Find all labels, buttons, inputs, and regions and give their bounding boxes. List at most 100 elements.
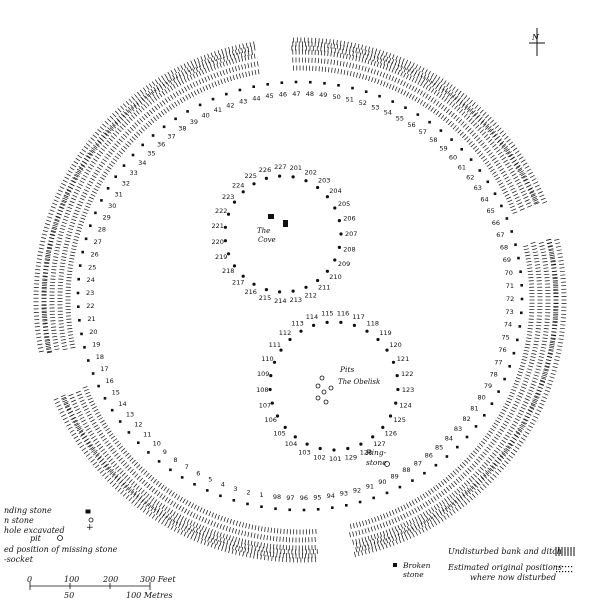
bank-hatch-mark [99, 469, 104, 474]
outer-stone [428, 120, 431, 124]
bank-hatch-mark [406, 525, 410, 531]
bank-hatch-mark [517, 395, 523, 398]
bank-hatch-mark [469, 485, 474, 490]
north-stone [252, 182, 256, 186]
bank-hatch-mark [518, 156, 524, 160]
bank-hatch-mark [201, 525, 205, 531]
bank-hatch-mark [149, 109, 153, 115]
bank-hatch-mark [66, 209, 72, 213]
bank-hatch-mark [425, 93, 429, 99]
bank-hatch-mark [411, 509, 415, 515]
bank-hatch-mark [155, 85, 160, 90]
bank-hatch-mark [217, 514, 220, 520]
bank-hatch-mark [164, 497, 169, 502]
bank-hatch-mark [140, 499, 144, 504]
bank-hatch-mark [504, 176, 509, 180]
bank-hatch-mark [58, 275, 64, 277]
bank-hatch-mark [501, 451, 506, 455]
bank-hatch-mark [488, 457, 493, 461]
bank-hatch-mark [148, 512, 153, 517]
bank-hatch-mark [339, 44, 342, 50]
bank-hatch-mark [36, 261, 42, 264]
bank-hatch-mark [550, 334, 556, 337]
bank-hatch-mark [513, 403, 519, 407]
bank-hatch-mark [40, 240, 46, 243]
bank-hatch-mark [232, 519, 235, 525]
bank-hatch-mark [67, 231, 73, 234]
outer-stone [493, 192, 497, 195]
bank-hatch-mark [131, 481, 135, 486]
bank-hatch-mark [538, 382, 544, 386]
north-stone-number: 206 [343, 215, 355, 223]
bank-hatch-mark [328, 67, 330, 73]
bank-hatch-mark [143, 125, 148, 130]
bank-hatch-mark [72, 215, 78, 219]
bank-hatch-mark [477, 477, 482, 482]
bank-hatch-mark [549, 376, 555, 379]
outer-stone [465, 435, 469, 439]
bank-hatch-mark [214, 543, 217, 549]
bank-hatch-mark [450, 122, 455, 128]
bank-hatch-mark [358, 56, 361, 62]
bank-hatch-mark [73, 422, 79, 426]
bank-hatch-mark [201, 60, 204, 66]
bank-hatch-mark [472, 145, 478, 150]
bank-hatch-mark [537, 386, 543, 389]
bank-hatch-mark [237, 542, 239, 547]
bank-hatch-mark [186, 61, 190, 67]
bank-hatch-mark [140, 89, 144, 95]
bank-hatch-mark [422, 101, 426, 107]
bank-hatch-mark [73, 174, 79, 178]
bank-hatch-mark [186, 533, 190, 539]
bank-hatch-mark [95, 411, 100, 415]
bank-hatch-mark [64, 243, 69, 246]
bank-hatch-mark [409, 528, 412, 534]
bank-hatch-mark [90, 459, 95, 463]
north-stone-number: 205 [338, 200, 350, 208]
bank-hatch-mark [112, 113, 117, 118]
bank-hatch-mark [158, 92, 163, 98]
bank-hatch-mark [385, 51, 388, 57]
bank-hatch-mark [212, 534, 215, 540]
bank-hatch-mark [451, 492, 456, 497]
bank-hatch-mark [499, 140, 505, 145]
bank-hatch-mark [253, 61, 256, 67]
bank-hatch-mark [86, 202, 92, 206]
legend-undisturbed: Undisturbed bank and ditch [448, 547, 562, 556]
bank-hatch-mark [201, 517, 205, 522]
bank-hatch-mark [129, 126, 134, 131]
bank-hatch-mark [478, 153, 484, 157]
bank-hatch-mark [238, 48, 240, 54]
outer-stone-number: 97 [286, 494, 294, 502]
bank-hatch-mark [42, 326, 48, 328]
bank-hatch-mark [63, 246, 69, 249]
bank-hatch-mark [161, 519, 165, 525]
outer-stone-number: 84 [445, 435, 453, 443]
bank-hatch-mark [486, 163, 492, 167]
bank-hatch-mark [551, 331, 557, 333]
bank-hatch-mark [145, 493, 150, 498]
bank-hatch-mark [61, 253, 67, 255]
bank-hatch-mark [167, 71, 171, 77]
north-arrow-icon [529, 28, 545, 56]
bank-hatch-mark [254, 69, 257, 75]
outer-stone [434, 463, 438, 467]
bank-hatch-mark [98, 417, 103, 421]
bank-hatch-mark [58, 206, 64, 210]
bank-hatch-mark [527, 270, 533, 272]
bank-hatch-mark [149, 485, 153, 491]
bank-hatch-mark [79, 197, 85, 201]
bank-hatch-mark [558, 263, 565, 266]
bank-hatch-mark [144, 113, 148, 119]
bank-hatch-mark [83, 388, 89, 392]
bank-hatch-mark [440, 114, 445, 120]
bank-hatch-mark [457, 90, 462, 96]
bank-hatch-mark [505, 151, 511, 155]
bank-hatch-mark [498, 414, 504, 418]
bank-hatch-mark [238, 57, 241, 63]
bank-hatch-mark [523, 418, 529, 422]
bank-hatch-mark [100, 161, 106, 165]
bank-hatch-mark [489, 128, 494, 133]
bank-hatch-mark [123, 484, 127, 489]
bank-hatch-mark [551, 267, 557, 269]
